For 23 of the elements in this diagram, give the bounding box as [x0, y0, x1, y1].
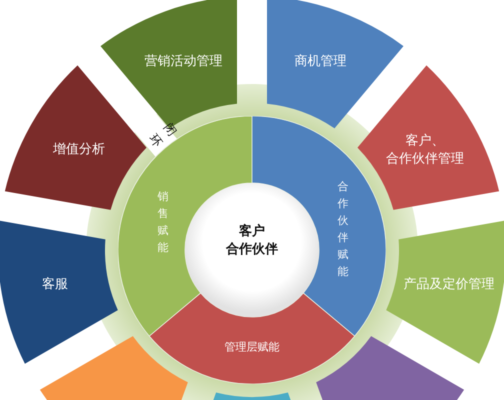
segment-label: 管理层赋能	[224, 340, 280, 356]
center-circle	[185, 183, 319, 317]
ring-segment	[149, 293, 355, 384]
segment-label: 客服	[42, 276, 68, 294]
gap-label: 闭环	[146, 120, 180, 150]
ring-segment	[386, 220, 504, 364]
segment-label: 营销活动管理	[144, 53, 223, 71]
ring-segment	[0, 220, 118, 364]
segment-label: 增值分析	[52, 141, 105, 159]
ring-segment	[4, 65, 147, 210]
ring-segment	[252, 116, 386, 337]
segment-label: 销售赋能	[158, 189, 168, 256]
ring-segment	[39, 336, 188, 400]
ring-segment	[118, 116, 252, 337]
segment-label: 产品及定价管理	[403, 276, 494, 294]
segment-label: 客户、合作伙伴管理	[386, 132, 464, 168]
segment-label: 合作伙伴赋能	[338, 179, 348, 280]
segment-label: 商机管理	[294, 53, 346, 71]
ring-segment	[316, 336, 465, 400]
ring-segment	[267, 0, 404, 129]
ring-segment	[357, 65, 500, 210]
ring-segment	[213, 392, 291, 400]
center-label: 客户合作伙伴	[226, 223, 278, 259]
